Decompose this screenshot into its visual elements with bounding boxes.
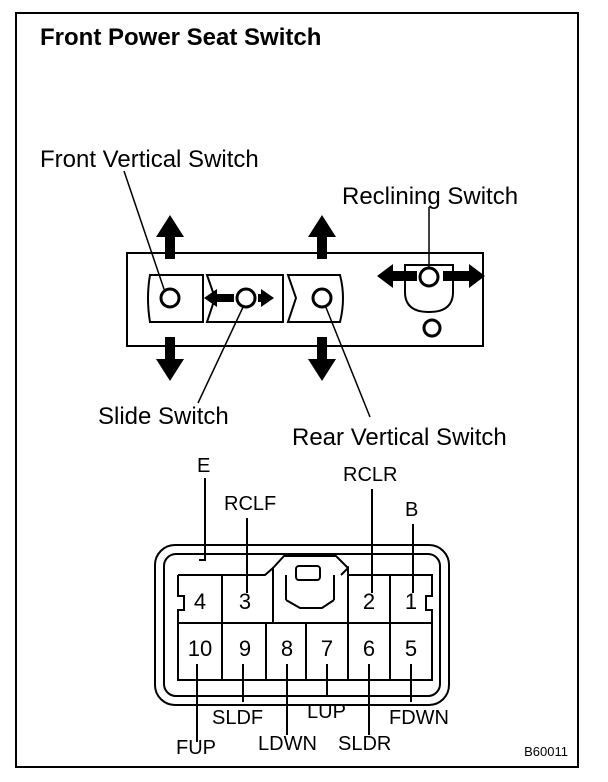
recline-left-arrow-icon — [377, 264, 417, 288]
label-fup: FUP — [176, 737, 216, 759]
rear-vertical-switch-label: Rear Vertical Switch — [292, 424, 507, 451]
pin-3: 3 — [239, 589, 251, 614]
front-vertical-leader — [123, 170, 166, 293]
pin-8: 8 — [281, 636, 293, 661]
label-fdwn: FDWN — [389, 707, 449, 729]
switch-panel — [126, 252, 484, 347]
label-sldf: SLDF — [212, 707, 263, 729]
connector-outer-shell — [154, 544, 450, 706]
front-vertical-pivot — [159, 287, 181, 309]
diagram-title: Front Power Seat Switch — [40, 24, 321, 51]
label-b: B — [405, 499, 418, 521]
pin-10: 10 — [188, 636, 212, 661]
pin-4: 4 — [194, 589, 206, 614]
front-vertical-knob — [147, 274, 204, 323]
reclining-pivot — [418, 266, 440, 288]
connector-latch — [295, 565, 321, 581]
pin-5: 5 — [405, 636, 417, 661]
latch-bottom — [285, 599, 335, 609]
label-lup: LUP — [307, 701, 346, 723]
slide-leader — [197, 304, 245, 404]
pin-7: 7 — [321, 636, 333, 661]
slide-pivot — [235, 287, 257, 309]
slide-right-arrow-icon — [258, 289, 274, 307]
slide-switch-label: Slide Switch — [98, 403, 229, 430]
connector-inner-shell — [163, 553, 441, 697]
label-sldr: SLDR — [338, 733, 391, 755]
rear-down-arrow-icon — [308, 337, 336, 381]
figure-code: B60011 — [524, 744, 568, 759]
reclining-lower-hole — [422, 318, 442, 338]
connector-latch-opening — [272, 555, 349, 569]
pin-6: 6 — [363, 636, 375, 661]
slide-left-arrow-icon — [204, 289, 234, 307]
pin-1: 1 — [405, 589, 417, 614]
recline-right-arrow-icon — [443, 264, 485, 288]
label-rclf: RCLF — [224, 493, 276, 515]
reclining-switch-label: Reclining Switch — [342, 183, 518, 210]
pin-2: 2 — [363, 589, 375, 614]
front-down-arrow-icon — [156, 337, 184, 381]
label-rclr: RCLR — [343, 464, 397, 486]
reclining-knob — [404, 264, 454, 314]
rear-vertical-pivot — [311, 287, 333, 309]
pin-9: 9 — [239, 636, 251, 661]
e-leader — [199, 478, 206, 561]
connector — [154, 544, 450, 706]
rear-vertical-knob — [286, 274, 344, 323]
label-e: E — [197, 455, 210, 477]
front-up-arrow-icon — [156, 215, 184, 259]
diagram-frame — [15, 12, 579, 768]
front-vertical-switch-label: Front Vertical Switch — [40, 146, 259, 173]
label-ldwn: LDWN — [258, 733, 317, 755]
rear-up-arrow-icon — [308, 215, 336, 259]
rear-vertical-leader — [324, 304, 371, 418]
